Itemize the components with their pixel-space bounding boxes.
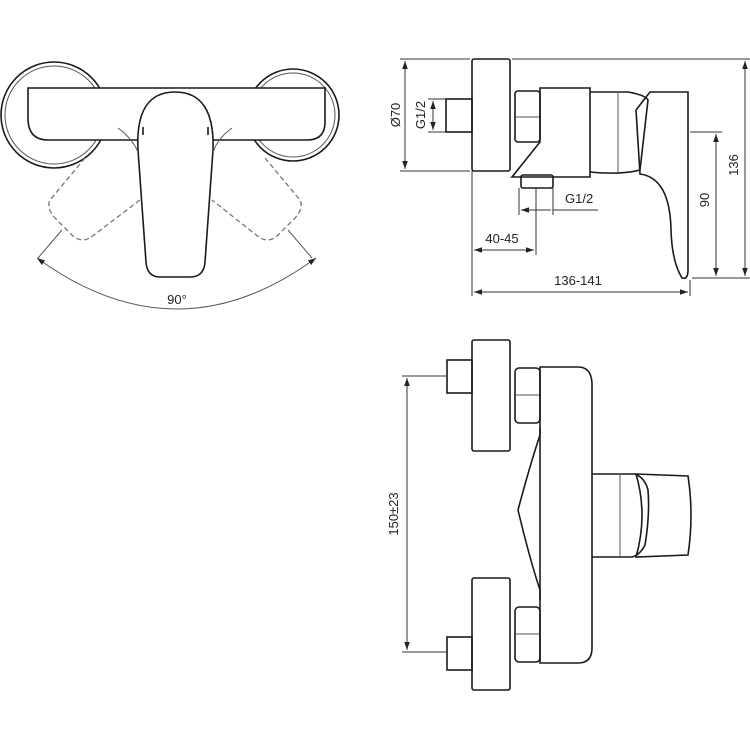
cartridge-housing (589, 91, 649, 174)
lever-front (634, 473, 692, 558)
front-view: 150±23 (386, 339, 692, 691)
top-view: 90° (0, 61, 340, 310)
total-height-label: 136 (726, 154, 741, 176)
wall-flange (471, 58, 511, 172)
outlet-thread-label: G1/2 (565, 191, 593, 206)
lever-handle (137, 91, 214, 278)
flange-diameter-label: Ø70 (388, 103, 403, 128)
inlet-stub (445, 98, 473, 133)
center-distance-label: 150±23 (386, 492, 401, 535)
inlet-offset-label: 40-45 (485, 231, 518, 246)
lever-height-label: 90 (697, 193, 712, 207)
side-view: Ø70 G1/2 136 90 G1/2 40-45 136-141 (388, 58, 750, 296)
lower-flange (471, 577, 511, 691)
cartridge-housing (592, 473, 650, 558)
upper-inlet-stub (446, 359, 473, 394)
depth-label: 136-141 (554, 273, 602, 288)
lever-side (635, 91, 689, 280)
outlet-nut (520, 174, 554, 189)
inlet-thread-label: G1/2 (413, 101, 428, 129)
rotation-arc (36, 257, 317, 310)
lower-inlet-stub (446, 636, 473, 671)
mixer-body (510, 87, 591, 178)
angle-label: 90° (167, 292, 187, 307)
mixer-body (539, 366, 593, 664)
upper-flange (471, 339, 511, 452)
